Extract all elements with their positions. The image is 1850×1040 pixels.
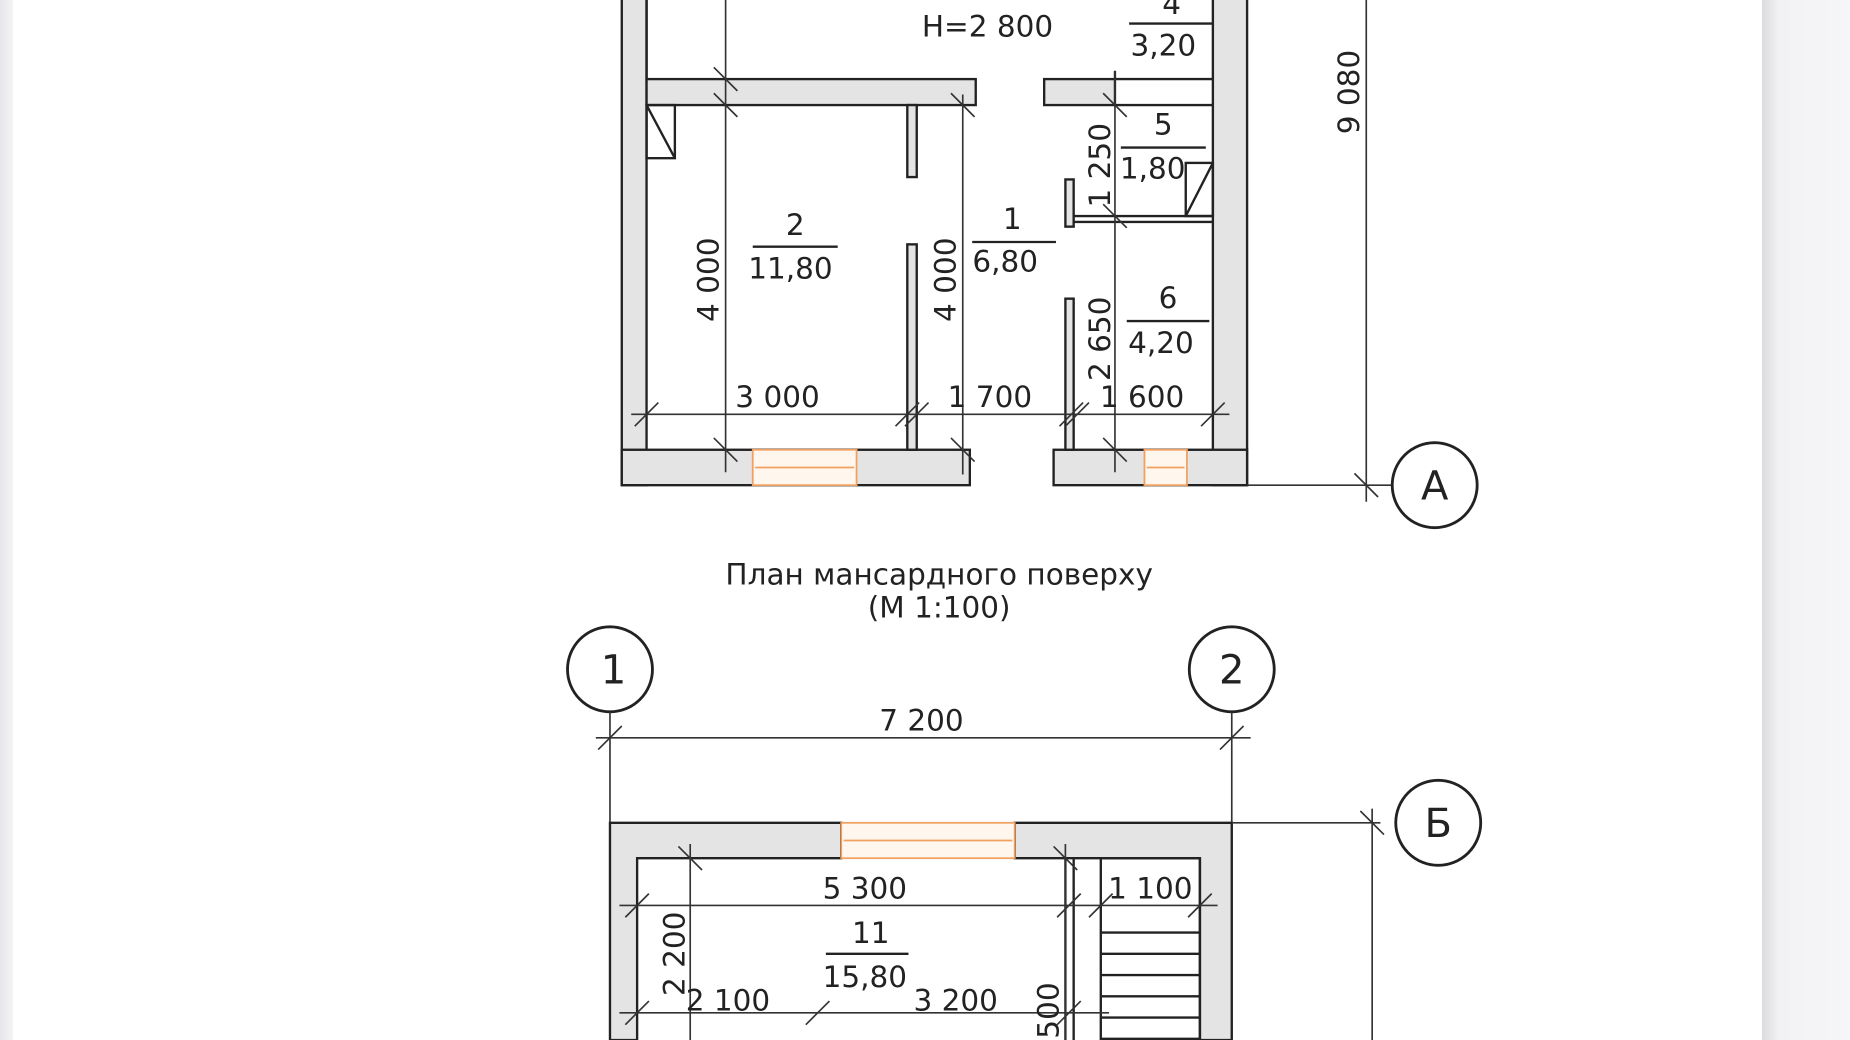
dim-depth-room5: 1 250 — [1083, 123, 1117, 207]
room-6-area: 4,20 — [1128, 326, 1194, 360]
axis-label-b: Б — [1424, 801, 1452, 847]
dim-stair-width: 1 100 — [1108, 871, 1192, 905]
dim-width-room2: 3 000 — [735, 380, 819, 414]
room-11-area: 15,80 — [823, 960, 907, 994]
ground-floor-plan: H=2 800 4 3,20 2 11,80 1 6,80 5 1,80 6 4… — [620, 0, 1479, 530]
dim-seg-right: 3 200 — [913, 983, 997, 1017]
axis-marker-a — [1390, 441, 1479, 530]
axis-label-2: 2 — [1219, 647, 1245, 693]
dim-overall-width: 7 200 — [879, 704, 963, 738]
partition-room6 — [1064, 297, 1075, 451]
dim-width-corridor: 1 700 — [948, 380, 1032, 414]
dim-depth-mid: 4 000 — [929, 238, 963, 322]
partition-upper — [906, 103, 918, 179]
viewer-right-edge — [1762, 0, 1850, 1040]
dim-width-room6: 1 600 — [1100, 380, 1184, 414]
viewer-left-edge — [0, 0, 13, 1040]
room-2-area: 11,80 — [748, 252, 832, 286]
dim-room11-width: 5 300 — [823, 871, 907, 905]
dim-seg-left: 2 100 — [686, 983, 770, 1017]
room-1-area: 6,80 — [972, 245, 1038, 279]
attic-floor-plan: 1 2 7 200 Б — [566, 625, 1483, 1040]
room-5-area: 1,80 — [1120, 151, 1186, 185]
dim-depth-room6: 2 650 — [1083, 297, 1117, 381]
room-11-number: 11 — [852, 916, 890, 950]
partition-room5 — [1064, 178, 1075, 228]
room-4-number: 4 — [1162, 0, 1181, 21]
axis-marker-b — [1394, 778, 1483, 867]
room-5-number: 5 — [1154, 108, 1173, 142]
vent-symbol — [1184, 161, 1215, 218]
attic-plan-title: План мансардного поверху — [725, 557, 1152, 591]
dim-depth-right: 3 500 — [1031, 982, 1065, 1040]
closet-symbol — [645, 103, 677, 160]
axis-label-a: А — [1421, 463, 1449, 509]
room-4-area: 3,20 — [1130, 28, 1196, 62]
wall-left — [620, 0, 648, 487]
axis-label-1: 1 — [601, 647, 627, 693]
stair-treads — [1100, 931, 1200, 1040]
room-2-number: 2 — [786, 208, 805, 242]
room-6-number: 6 — [1159, 281, 1178, 315]
wall-interior-top-left — [645, 77, 977, 107]
room-1-number: 1 — [1003, 202, 1022, 236]
wall-right — [1211, 0, 1249, 487]
attic-plan-scale: (М 1:100) — [868, 590, 1011, 624]
ceiling-height-label: H=2 800 — [922, 10, 1053, 44]
partition-lower — [906, 243, 918, 451]
wall-interior-top-right — [1042, 77, 1117, 107]
dim-total-depth: 9 080 — [1332, 50, 1366, 134]
dimension-lines — [631, 0, 1393, 502]
dim-depth-left: 2 200 — [657, 912, 691, 996]
dim-depth-left: 4 000 — [692, 238, 726, 322]
